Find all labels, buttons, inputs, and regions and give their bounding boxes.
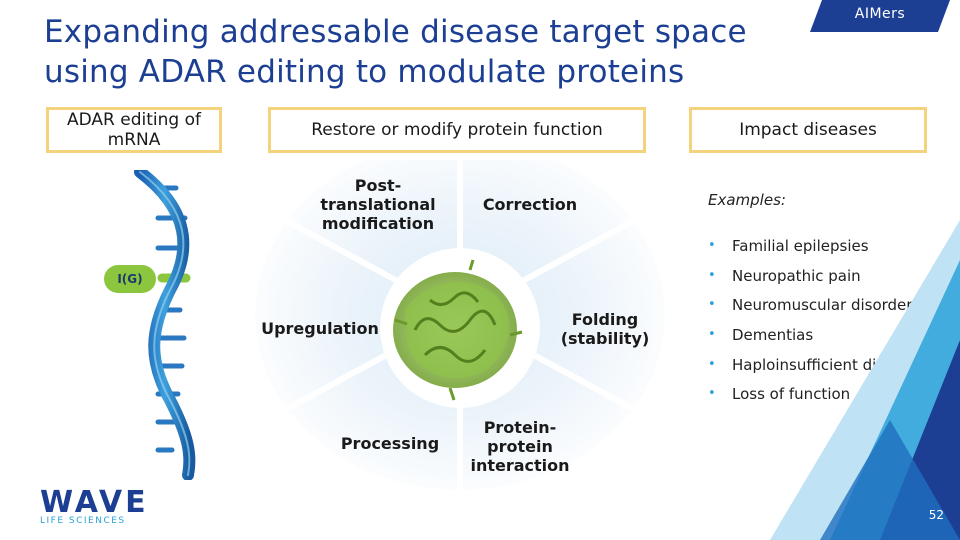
restore-function-label: Restore or modify protein function [311, 120, 603, 140]
segment-processing: Processing [340, 434, 440, 453]
list-item: •Neuromuscular disorders [708, 296, 921, 315]
bullet-icon: • [708, 386, 716, 402]
wheel-background [255, 140, 665, 496]
slide-title: Expanding addressable disease target spa… [44, 14, 747, 90]
page-number: 52 [928, 508, 944, 522]
list-item: •Familial epilepsies [708, 237, 869, 255]
bullet-icon: • [708, 356, 716, 372]
logo-main-text: WAVE [40, 485, 149, 520]
segment-ppi: Protein-protein interaction [470, 418, 570, 475]
impact-diseases-label: Impact diseases [739, 120, 877, 140]
aimers-tag: AIMers [810, 0, 950, 32]
protein-function-wheel: Post-translational modification Correcti… [255, 140, 665, 496]
adar-editing-label: ADAR editing of mRNA [67, 110, 201, 150]
list-item: •Neuropathic pain [708, 266, 861, 285]
examples-heading: Examples: [708, 191, 786, 209]
wave-logo: WAVE LIFE SCIENCES [40, 485, 149, 527]
logo-sub-text: LIFE SCIENCES [40, 516, 126, 526]
decorative-triangles [770, 220, 960, 540]
list-item: •Dementias [708, 326, 814, 345]
segment-upregulation: Upregulation [261, 319, 379, 338]
segment-ptm: Post-translational modification [320, 176, 436, 233]
inosine-label-pill: I(G) [104, 265, 156, 293]
tag-label: AIMers [854, 6, 906, 22]
bullet-icon: • [708, 297, 716, 313]
segment-folding: Folding (stability) [560, 310, 650, 348]
rna-helix-illustration [134, 170, 196, 480]
segment-correction: Correction [482, 195, 578, 214]
bullet-icon: • [708, 327, 716, 343]
adar-editing-box: ADAR editing of mRNA [46, 107, 222, 153]
restore-function-box: Restore or modify protein function [268, 107, 646, 153]
helix-rungs [155, 185, 188, 453]
bullet-icon: • [708, 267, 716, 283]
impact-diseases-box: Impact diseases [689, 107, 927, 153]
bullet-icon: • [708, 238, 716, 253]
tag-shape [810, 0, 950, 32]
list-item: •Loss of function [708, 385, 851, 404]
inosine-label: I(G) [117, 272, 143, 286]
protein-structure-image [393, 259, 523, 401]
